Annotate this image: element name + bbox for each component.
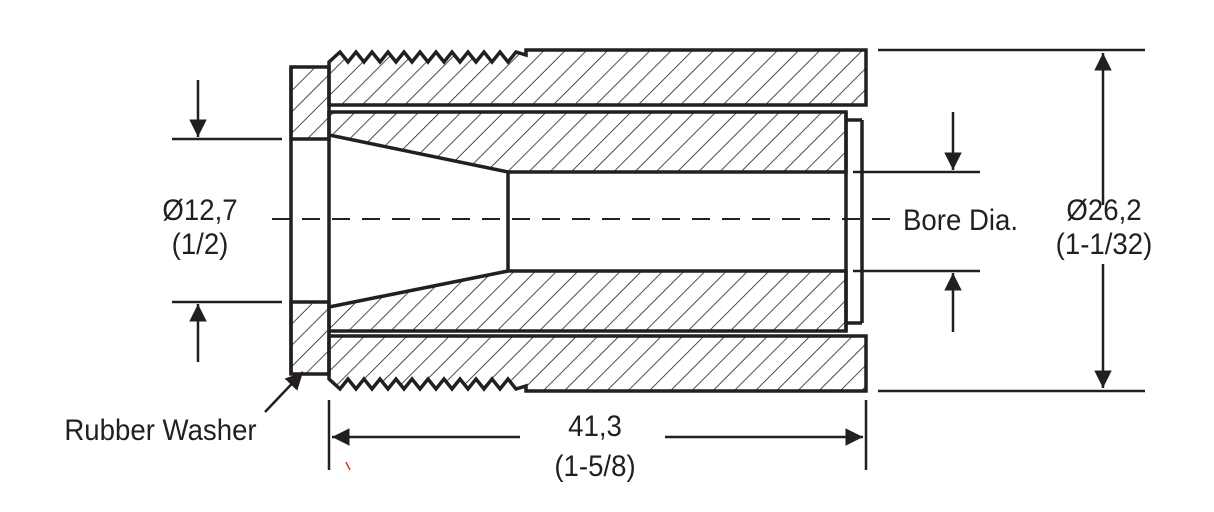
outer-diameter-metric-label: Ø26,2 [1066,194,1142,227]
internal-edges [327,112,864,331]
rubber-washer-label: Rubber Washer [64,414,257,447]
left-diameter-dimension [172,80,282,362]
outer-diameter-imperial-label: (1-1/32) [1055,228,1153,261]
length-imperial-label: (1-5/8) [554,450,636,483]
washer-leader-arrow [264,371,304,413]
left-diameter-imperial-label: (1/2) [171,228,229,261]
outer-diameter-dimension [878,48,1145,393]
stray-mark [345,461,351,471]
inner-insert-bottom [327,269,848,333]
bore-diameter-dimension [853,112,980,332]
rubber-washer [289,65,331,376]
bore-diameter-label: Bore Dia. [903,204,1019,237]
outer-sleeve-top [327,48,868,107]
inner-insert-top [327,110,848,174]
outer-sleeve-bottom [327,334,868,393]
length-dimension [327,400,868,470]
length-metric-label: 41,3 [568,410,622,443]
left-diameter-metric-label: Ø12,7 [162,194,238,227]
